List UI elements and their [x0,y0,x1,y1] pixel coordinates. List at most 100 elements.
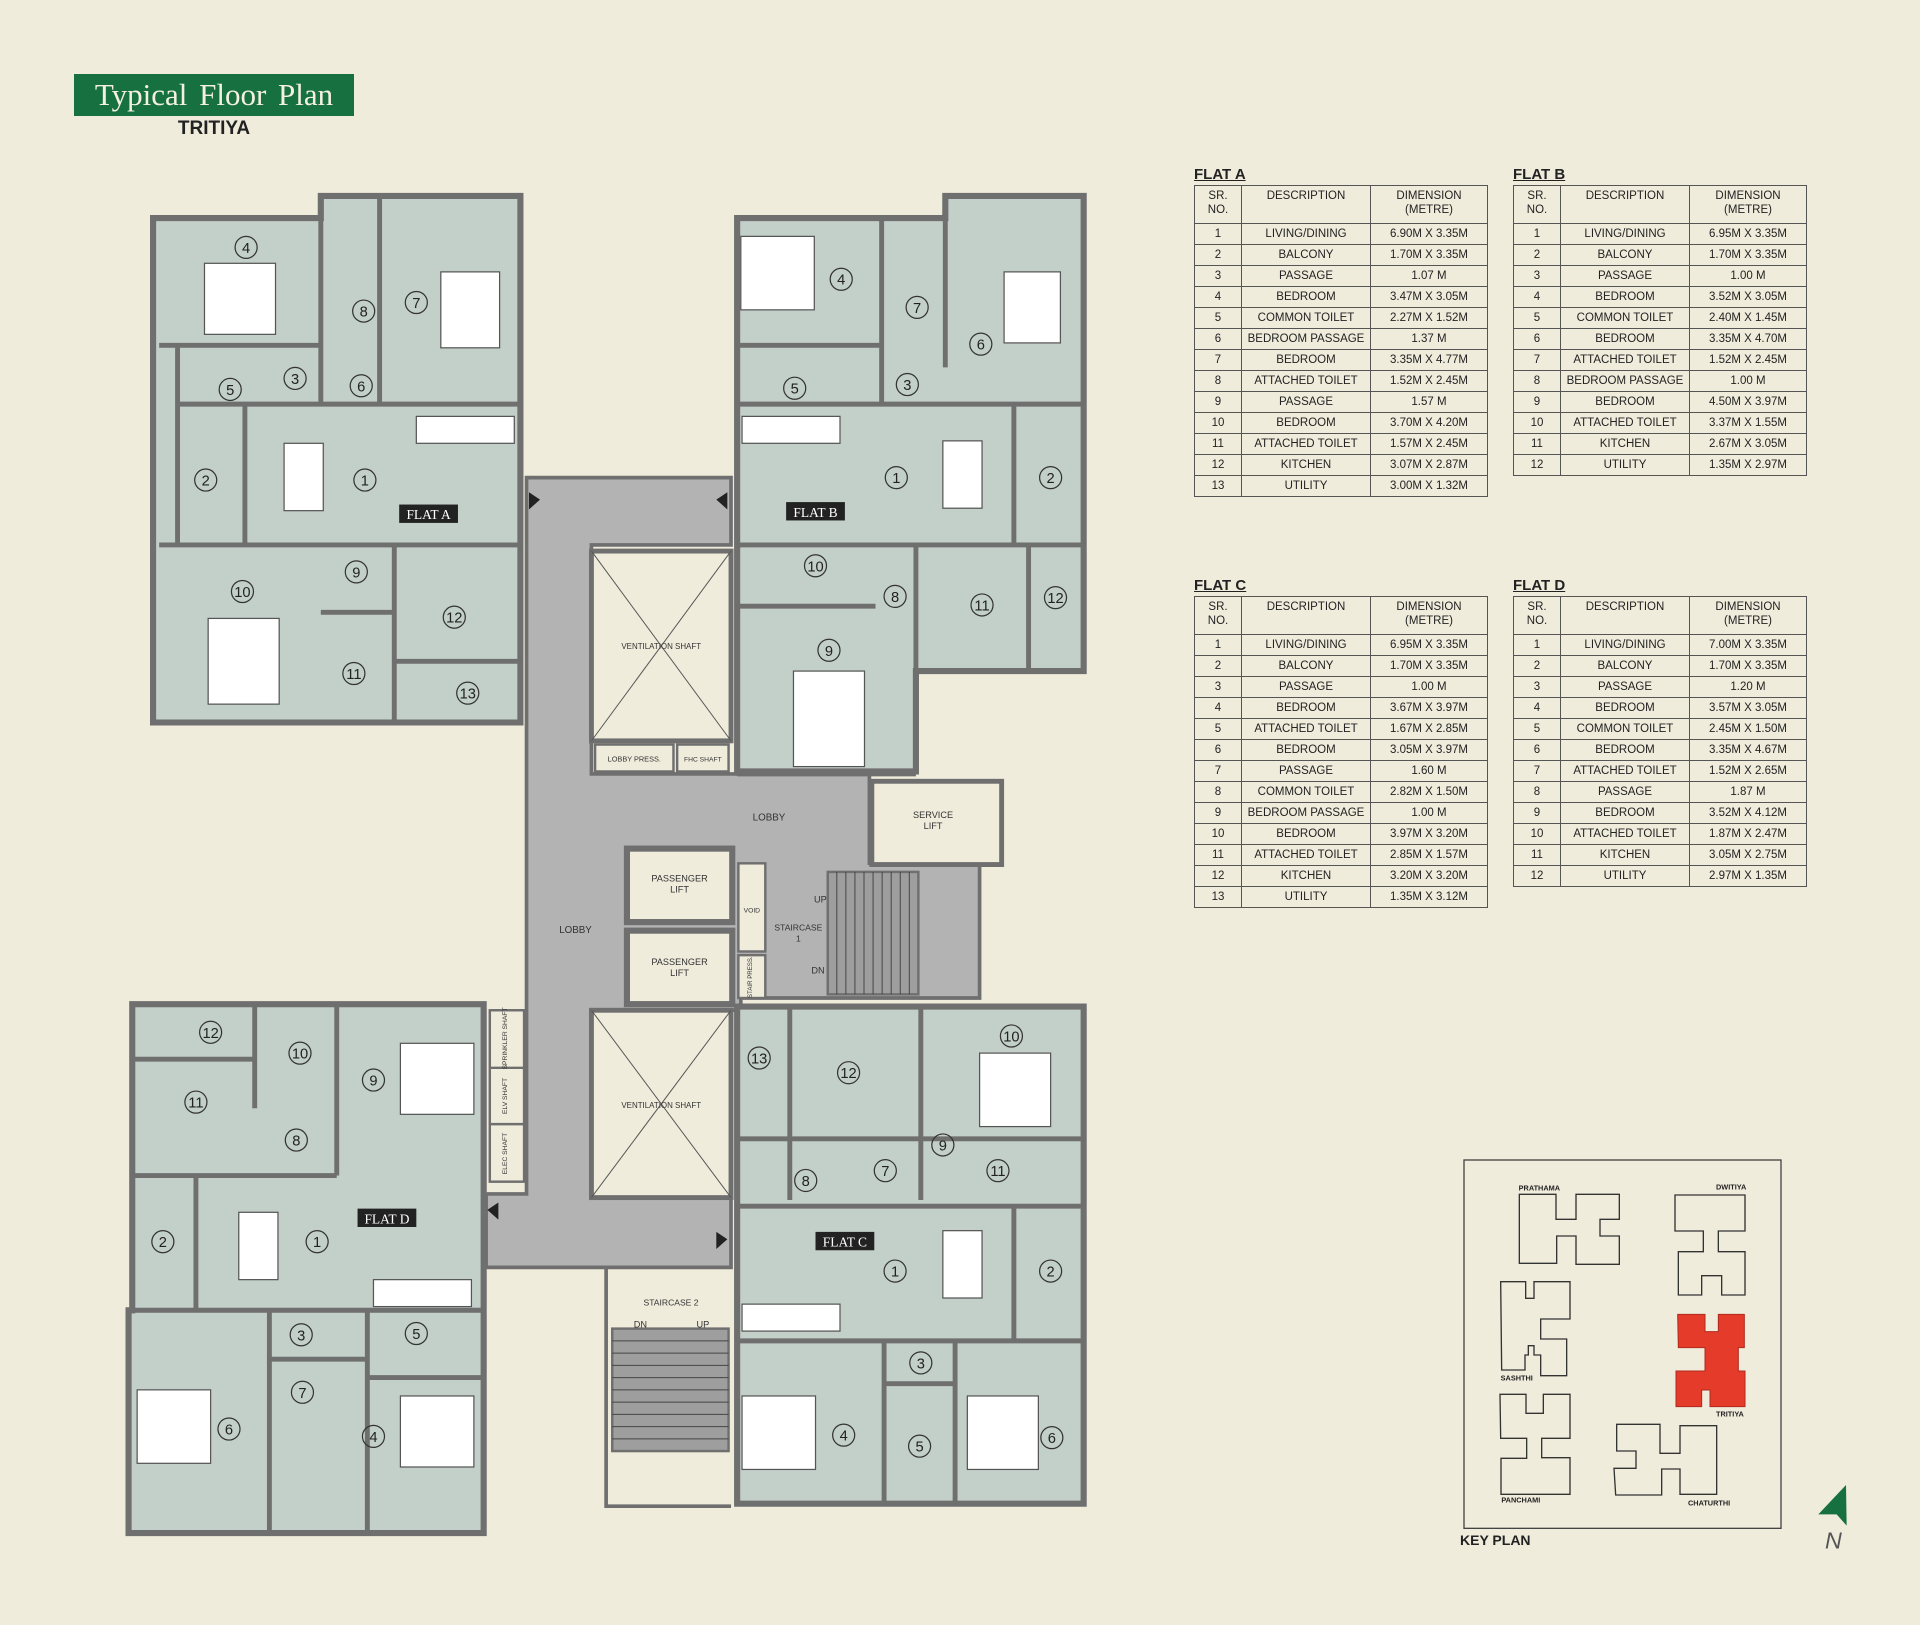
room-number: 4 [242,241,250,257]
room-marker [456,681,480,705]
staircase-label: STAIRCASE [774,923,822,933]
room-marker [747,1046,771,1070]
table-cell: PASSAGE [1241,676,1371,698]
table-cell: BALCONY [1241,244,1371,266]
table-cell: 3.05M X 3.97M [1370,739,1488,761]
room-marker [305,1230,329,1254]
room-marker [289,1323,313,1347]
flat-a-label: FLAT A [406,507,451,522]
key-label: CHATURTHI [1688,1499,1730,1508]
passenger-lift-1 [623,845,736,926]
room-marker [873,1159,897,1183]
building-chaturthi [1613,1423,1718,1496]
room-number: 6 [1048,1431,1056,1447]
service-lift-label: LIFT [924,821,943,831]
room-marker [895,372,919,397]
table-cell: 1.07 M [1370,265,1488,287]
bed-icon [792,670,866,768]
room-marker [361,1068,386,1092]
table-cell: 6.90M X 3.35M [1370,223,1488,245]
bed-icon [1003,271,1062,344]
room-number: 10 [292,1047,308,1063]
room-marker [803,554,828,578]
table-cell: 2 [1513,244,1561,266]
table-cell: COMMON TOILET [1560,307,1690,329]
staircase-2 [611,1327,730,1453]
room-number: 7 [881,1164,889,1180]
table-cell: 11 [1194,844,1242,866]
table-cell: 5 [1194,718,1242,740]
table-cell: 4 [1194,697,1242,719]
building-panchami [1499,1393,1571,1495]
furniture [136,235,1062,1471]
table-cell: 9 [1513,391,1561,413]
bed-icon [207,617,280,705]
room-number: 6 [357,379,365,395]
table-cell: 3.67M X 3.97M [1370,697,1488,719]
dining-table-icon [238,1211,279,1281]
dining-table-icon [942,440,983,509]
room-number: 10 [1003,1029,1019,1045]
table-cell: 1.35M X 2.97M [1689,454,1807,476]
col-header-sr: SR. NO. [1194,185,1242,224]
room-marker [230,579,255,604]
table-cell: 1.00 M [1689,265,1807,287]
table-cell: 2.85M X 1.57M [1370,844,1488,866]
table-cell: BALCONY [1560,655,1690,677]
passenger-lift-label: PASSENGER [651,874,708,884]
key-label: DWITIYA [1716,1183,1747,1192]
table-cell: 3.97M X 3.20M [1370,823,1488,845]
room-number: 8 [802,1174,810,1190]
key-label: SASHTHI [1501,1374,1533,1383]
flat-c[interactable] [734,1003,1087,1507]
table-cell: 6 [1194,328,1242,350]
table-cell: 9 [1194,802,1242,824]
passenger-lift-2 [623,927,736,1008]
col-header-sr: SR. NO. [1513,596,1561,635]
room-marker [1043,585,1068,610]
table-cell: ATTACHED TOILET [1560,760,1690,782]
sofa-icon [372,1279,473,1308]
room-number: 3 [297,1328,305,1344]
void [737,862,767,953]
table-cell: BEDROOM PASSAGE [1241,328,1371,350]
room-number: 4 [837,273,845,289]
north-arrow-icon [1818,1485,1847,1526]
table-cell: 1 [1513,634,1561,656]
room-number: 1 [892,471,900,487]
table-cell: BEDROOM [1241,286,1371,308]
table-cell: 4 [1513,286,1561,308]
key-label: TRITIYA [1716,1410,1745,1419]
room-marker [217,1417,241,1441]
table-cell: 1.52M X 2.65M [1689,760,1807,782]
table-cell: BEDROOM PASSAGE [1560,370,1690,392]
table-cell: 1.60 M [1370,760,1488,782]
flat-c-label: FLAT C [823,1235,867,1250]
room-marker [234,235,258,260]
room-number: 2 [1047,1265,1055,1281]
table-cell: KITCHEN [1560,433,1690,455]
table-cell: 2 [1513,655,1561,677]
table-cell: 8 [1513,370,1561,392]
table-cell: 3.52M X 4.12M [1689,802,1807,824]
table-title: FLAT D [1513,577,1566,594]
arrow-icon [716,492,728,510]
dining-table-icon [942,1230,983,1299]
table-cell: 1.00 M [1370,802,1488,824]
table-cell: 3.35M X 4.70M [1689,328,1807,350]
fhc-shaft [675,743,730,773]
room-marker [361,1424,386,1449]
table-cell: BEDROOM [1560,802,1690,824]
